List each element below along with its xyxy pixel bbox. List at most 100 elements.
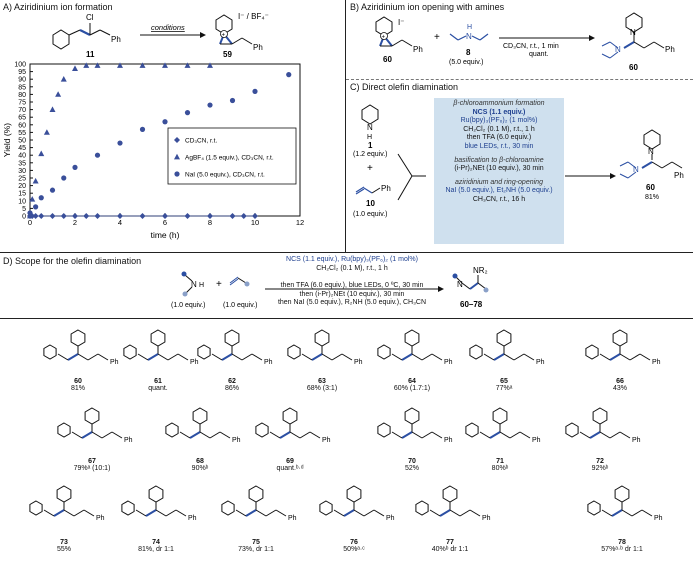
scope-condition-line: then NaI (5.0 equiv.), R₂NH (5.0 equiv.)…: [277, 299, 427, 307]
bond-blue: [189, 431, 201, 439]
y-tick-label: 25: [18, 176, 26, 183]
bond: [421, 431, 433, 439]
scope-condition-line: CH₂Cl₂ (0.1 M), r.t., 1 h: [316, 264, 388, 272]
data-point: [162, 62, 168, 68]
x-tick-label: 0: [28, 218, 32, 227]
compound-59-ph: Ph: [253, 43, 263, 52]
substituent-label: Ph: [354, 359, 363, 366]
bond-blue: [489, 431, 501, 439]
panel-b-scheme: + I⁻ Ph 60 + N H 8 (5.0 equiv.) CD₃CN, r…: [375, 12, 675, 72]
panel-d-title: D) Scope for the olefin diamination: [3, 256, 142, 266]
scope-condition-line: then TFA (6.0 equiv.), blue LEDs, 0 ºC, …: [280, 282, 424, 290]
nucleophile-ring: [57, 422, 71, 438]
substituent-label: Ph: [322, 437, 331, 444]
data-point: [72, 164, 78, 170]
bond: [57, 353, 69, 361]
bond: [71, 431, 83, 439]
nucleophile-ring: [165, 422, 179, 438]
y-tick-label: 50: [18, 138, 26, 145]
bond: [289, 431, 301, 439]
data-point: [49, 213, 56, 219]
compound-62-structure: [197, 329, 263, 361]
panel-d-conditions: NCS (1.1 equiv.), Ru(bpy)₃(PF₆)₂ (1 mol%…: [262, 256, 442, 308]
bond: [629, 353, 641, 361]
bond: [483, 353, 495, 361]
nucleophile-ring: [469, 344, 483, 360]
bond-blue: [609, 353, 621, 361]
data-point: [229, 213, 236, 219]
compound-yield: 86%: [224, 385, 239, 392]
panel-c-title: C) Direct olefin diamination: [350, 82, 459, 92]
y-tick-label: 10: [18, 198, 26, 205]
compound-59-number: 59: [223, 50, 232, 59]
bond: [43, 509, 55, 517]
bond: [363, 509, 375, 517]
substituent-label: Ph: [632, 437, 641, 444]
bond: [179, 431, 191, 439]
compound-number: 61: [154, 378, 162, 385]
compound-77-structure: [415, 485, 481, 517]
data-point: [94, 213, 101, 219]
data-point: [252, 213, 258, 219]
compound-yield: 55%: [56, 546, 71, 553]
bond-blue: [493, 353, 505, 361]
bond: [309, 431, 321, 439]
nucleophile-ring: [465, 422, 479, 438]
bond: [639, 353, 651, 361]
substituent-label: Ph: [264, 359, 273, 366]
bond: [391, 431, 403, 439]
compound-76-structure: [319, 485, 385, 517]
compound-64-structure: [377, 329, 443, 361]
condition-line: NCS (1.1 equiv.): [472, 108, 526, 116]
bond: [519, 431, 531, 439]
svg-text:+: +: [222, 33, 226, 39]
bond: [429, 509, 441, 517]
compound-number: 64: [408, 378, 416, 385]
bond: [523, 353, 535, 361]
substituent-label: Ph: [652, 359, 661, 366]
y-axis-label: Yield (%): [2, 123, 12, 157]
legend-marker: [174, 137, 180, 143]
condition-line: NaI (5.0 equiv.), Et₂NH (5.0 equiv.): [445, 187, 553, 195]
data-point: [55, 91, 62, 97]
bond: [609, 431, 621, 439]
bond: [157, 353, 169, 361]
bond: [341, 353, 353, 361]
legend-label: CD₃CN, r.t.: [185, 138, 217, 145]
svg-text:+: +: [382, 35, 386, 41]
bond-blue: [401, 431, 413, 439]
panel-a-arrow-label: conditions: [151, 23, 185, 32]
compound-yield: 79%ᵃ (10:1): [73, 465, 111, 472]
nucleophile-ring: [377, 422, 391, 438]
compound-75-structure: [221, 485, 287, 517]
data-point: [61, 175, 67, 181]
data-point: [72, 65, 78, 71]
bond: [513, 353, 525, 361]
y-tick-label: 70: [18, 107, 26, 114]
compound-69-structure: [255, 407, 321, 439]
bond: [301, 353, 313, 361]
bond: [87, 353, 99, 361]
panel-a-title: A) Aziridinium ion formation: [3, 2, 113, 12]
bond: [255, 509, 267, 517]
legend-label: NaI (5.0 equiv.), CD₃CN, r.t.: [185, 172, 265, 179]
bond-blue: [589, 431, 601, 439]
y-tick-label: 75: [18, 100, 26, 107]
data-point: [94, 62, 101, 68]
panel-b-title: B) Aziridinium ion opening with amines: [350, 2, 505, 12]
compound-yield: 57%ᵃ·ᵇ dr 1:1: [601, 546, 643, 553]
chart-legend: [167, 127, 297, 185]
y-tick-label: 90: [18, 77, 26, 84]
bond: [231, 353, 243, 361]
compound-11-ph: Ph: [111, 35, 121, 44]
compound-8-number: 8: [466, 48, 471, 57]
compound-yield: 40%ᵇ dr 1:1: [431, 546, 469, 553]
bond: [373, 509, 385, 517]
data-point: [117, 62, 123, 68]
compound-yield: 77%ᵃ: [495, 385, 513, 392]
